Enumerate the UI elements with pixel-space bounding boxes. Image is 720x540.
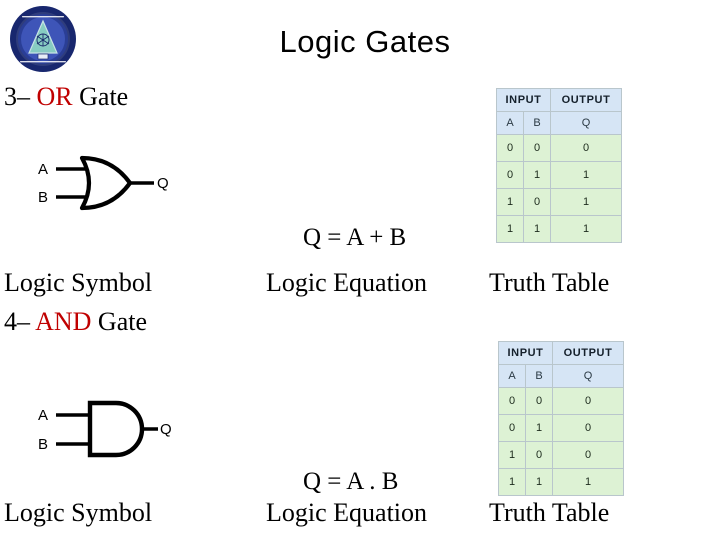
- cell-a: 0: [498, 387, 526, 415]
- page-title: Logic Gates: [279, 24, 451, 59]
- group-header-input: INPUT: [496, 88, 551, 112]
- cell-q: 0: [552, 441, 624, 469]
- cell-b: 0: [523, 188, 551, 216]
- section-heading-or: 3– OR Gate: [4, 82, 128, 112]
- section-number-and: 4–: [4, 307, 36, 336]
- column-header-q: Q: [550, 111, 622, 135]
- cell-q: 0: [552, 387, 624, 415]
- cell-q: 1: [550, 161, 622, 189]
- cell-a: 1: [496, 188, 524, 216]
- cell-b: 1: [523, 161, 551, 189]
- or-truth-table: INPUT OUTPUT A B Q 0 0 0 0 1 1 1 0: [496, 88, 622, 243]
- table-row: 1 1 1: [498, 468, 624, 496]
- gate-name-and: AND: [35, 307, 92, 336]
- section-number-or: 3–: [4, 82, 37, 111]
- cell-q: 1: [552, 468, 624, 496]
- and-input-a-label: A: [38, 407, 48, 424]
- caption-truth-table-or: Truth Table: [489, 268, 610, 297]
- and-output-q-label: Q: [160, 421, 172, 438]
- table-row: 1 0 0: [498, 441, 624, 469]
- caption-logic-symbol-or: Logic Symbol: [4, 268, 153, 297]
- cell-q: 0: [550, 134, 622, 162]
- or-gate-symbol: A B Q: [34, 152, 174, 219]
- and-logic-equation: Q = A . B: [303, 468, 399, 495]
- and-input-b-label: B: [38, 436, 48, 453]
- cell-q: 1: [550, 215, 622, 243]
- section-suffix-or: Gate: [72, 82, 129, 111]
- cell-b: 1: [523, 215, 551, 243]
- table-column-header-row: A B Q: [496, 111, 622, 135]
- column-header-b: B: [525, 364, 553, 388]
- table-row: 1 0 1: [496, 188, 622, 216]
- table-row: 0 0 0: [496, 134, 622, 162]
- table-row: 1 1 1: [496, 215, 622, 243]
- column-header-a: A: [496, 111, 524, 135]
- group-header-input: INPUT: [498, 341, 553, 365]
- cell-b: 0: [525, 441, 553, 469]
- group-header-output: OUTPUT: [550, 88, 622, 112]
- section-suffix-and: Gate: [91, 307, 148, 336]
- or-logic-equation: Q = A + B: [303, 224, 407, 251]
- or-output-q-label: Q: [157, 175, 169, 192]
- cell-a: 0: [496, 161, 524, 189]
- table-group-header-row: INPUT OUTPUT: [498, 341, 624, 365]
- cell-q: 1: [550, 188, 622, 216]
- caption-logic-symbol-and: Logic Symbol: [4, 498, 153, 527]
- and-gate-symbol: A B Q: [34, 396, 174, 467]
- caption-logic-equation-or: Logic Equation: [266, 268, 428, 297]
- cell-a: 0: [496, 134, 524, 162]
- table-row: 0 1 1: [496, 161, 622, 189]
- cell-b: 1: [525, 468, 553, 496]
- or-input-a-label: A: [38, 161, 48, 178]
- or-input-b-label: B: [38, 189, 48, 206]
- cell-q: 0: [552, 414, 624, 442]
- column-header-a: A: [498, 364, 526, 388]
- cell-b: 0: [523, 134, 551, 162]
- column-header-b: B: [523, 111, 551, 135]
- gate-name-or: OR: [36, 82, 73, 111]
- cell-a: 1: [498, 468, 526, 496]
- table-row: 0 1 0: [498, 414, 624, 442]
- cell-a: 1: [498, 441, 526, 469]
- cell-b: 1: [525, 414, 553, 442]
- column-header-q: Q: [552, 364, 624, 388]
- university-seal-logo: [8, 4, 78, 74]
- and-truth-table: INPUT OUTPUT A B Q 0 0 0 0 1 0 1 0: [498, 341, 624, 496]
- table-row: 0 0 0: [498, 387, 624, 415]
- caption-logic-equation-and: Logic Equation: [266, 498, 428, 527]
- group-header-output: OUTPUT: [552, 341, 624, 365]
- cell-a: 1: [496, 215, 524, 243]
- cell-b: 0: [525, 387, 553, 415]
- cell-a: 0: [498, 414, 526, 442]
- table-column-header-row: A B Q: [498, 364, 624, 388]
- caption-truth-table-and: Truth Table: [489, 498, 610, 527]
- section-heading-and: 4– AND Gate: [4, 307, 147, 337]
- table-group-header-row: INPUT OUTPUT: [496, 88, 622, 112]
